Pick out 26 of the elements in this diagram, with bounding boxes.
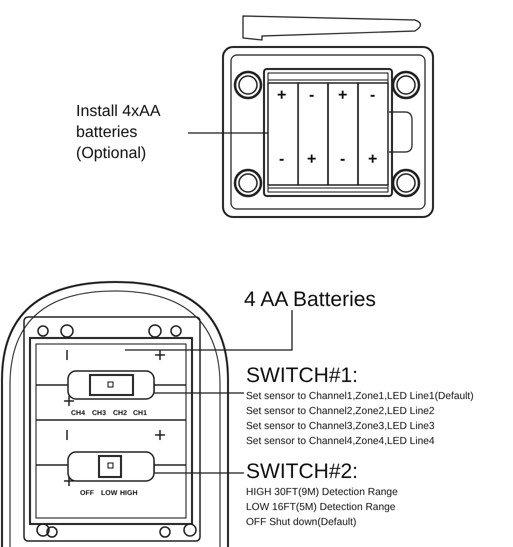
polarity-sign: + bbox=[277, 88, 286, 104]
polarity-sign: - bbox=[340, 152, 346, 168]
setting-text: Set sensor to Channel1,Zone1,LED Line1(Default) bbox=[246, 390, 474, 404]
slide-switch bbox=[67, 370, 155, 400]
polarity-sign: - bbox=[309, 88, 314, 104]
leader-line bbox=[154, 472, 244, 474]
setting-text: Set sensor to Channel3,Zone3,LED Line3 bbox=[246, 420, 435, 434]
polarity-sign: + bbox=[338, 88, 348, 104]
setting-text: LOW 16FT(5M) Detection Range bbox=[246, 501, 396, 515]
polarity-sign: + bbox=[307, 152, 316, 168]
leader-line bbox=[188, 132, 268, 134]
setting-text: Set sensor to Channel2,Zone2,LED Line2 bbox=[246, 405, 435, 419]
setting-text: OFF Shut down(Default) bbox=[246, 516, 356, 530]
polarity-sign: + bbox=[368, 152, 378, 168]
polarity-sign: - bbox=[279, 152, 284, 168]
leader-line bbox=[125, 310, 293, 351]
callout-text: 4 AA Batteries bbox=[244, 288, 376, 312]
setting-text: HIGH 30FT(9M) Detection Range bbox=[246, 486, 398, 500]
setting-text: Set sensor to Channel4,Zone4,LED Line4 bbox=[246, 435, 435, 449]
callout-text: Install 4xAA batteries (Optional) bbox=[76, 102, 162, 164]
battery bbox=[267, 82, 299, 186]
callout-text: SWITCH#2: bbox=[246, 459, 358, 485]
callout-text: SWITCH#1: bbox=[246, 363, 358, 389]
slide-switch bbox=[67, 451, 155, 482]
polarity-sign: - bbox=[370, 88, 376, 104]
leader-line bbox=[154, 392, 244, 394]
